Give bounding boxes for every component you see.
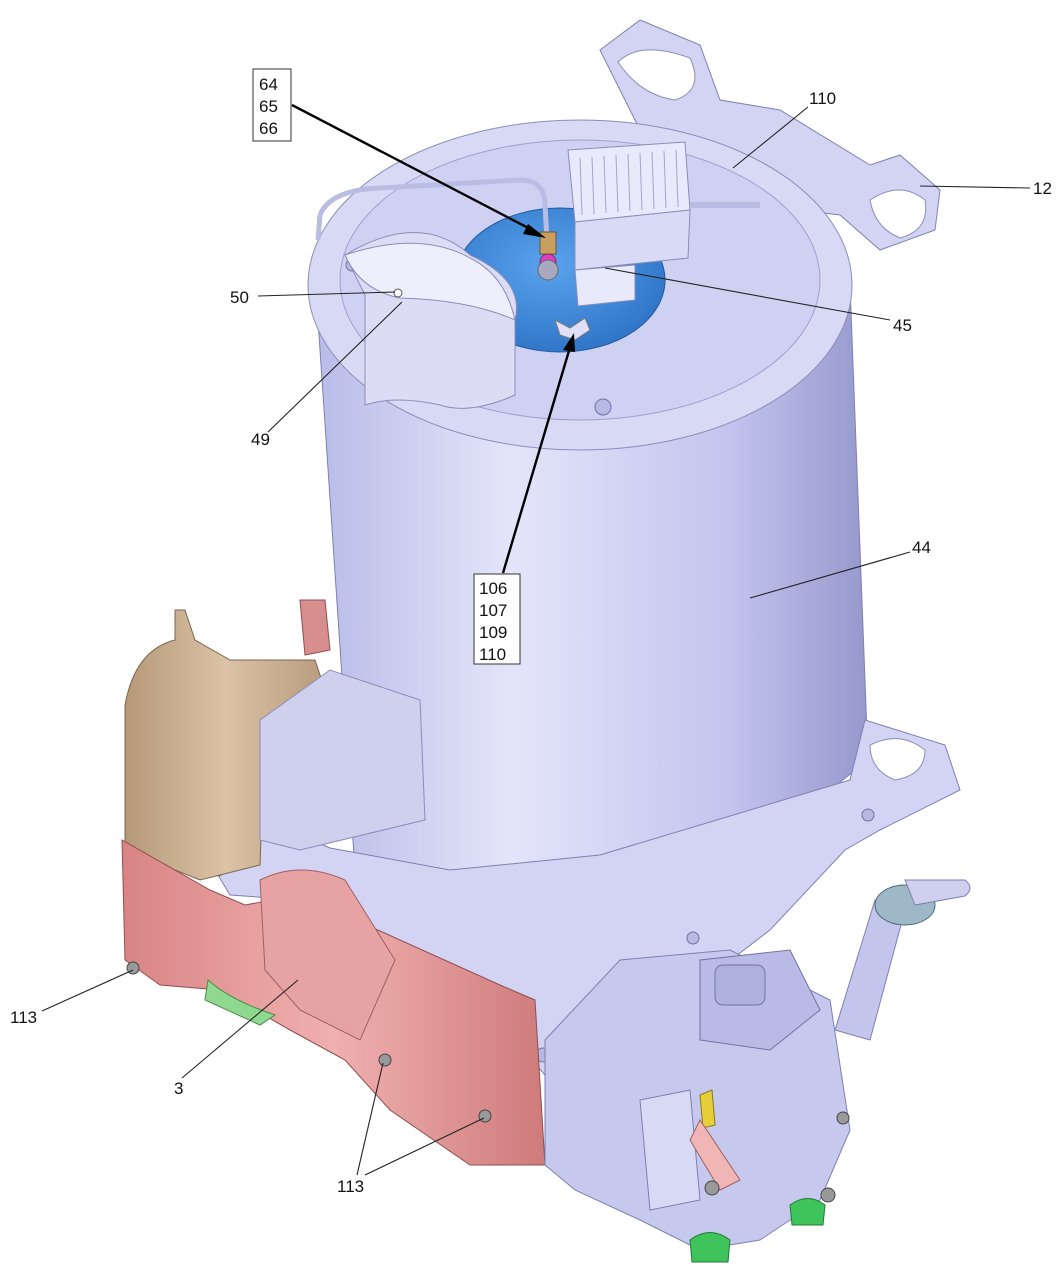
callout-49: 49	[251, 430, 270, 449]
base-frame	[199, 719, 961, 1076]
box-top-label: 64	[259, 75, 278, 94]
callout-box-mid: 106 107 109 110	[473, 573, 521, 665]
callout-44: 44	[912, 538, 931, 557]
burner-housing	[121, 839, 546, 1166]
top-pipe	[317, 177, 550, 241]
pump-assembly	[544, 879, 971, 1263]
box-mid-label: 110	[479, 645, 506, 664]
box-top-label: 66	[259, 119, 278, 138]
callout-3: 3	[174, 1079, 183, 1098]
box-mid-label: 106	[479, 579, 507, 598]
leader-lines	[41, 106, 1031, 1176]
control-box	[567, 141, 760, 307]
callout-12: 12	[1033, 179, 1052, 198]
flue-collar	[344, 232, 517, 409]
callout-arrows	[291, 103, 575, 574]
box-mid-label: 107	[479, 601, 507, 620]
callout-labels: 12 110 45 50 49 44 113 3 113	[10, 89, 1052, 1196]
callout-113: 113	[337, 1177, 364, 1196]
callout-50: 50	[230, 288, 249, 307]
box-mid-label: 109	[479, 623, 507, 642]
callout-45: 45	[893, 316, 912, 335]
exhaust-hood	[124, 599, 426, 881]
callout-113: 113	[10, 1008, 37, 1027]
box-top-label: 65	[259, 97, 278, 116]
wing-nut	[554, 317, 591, 341]
callout-box-top: 64 65 66	[252, 68, 292, 142]
callout-110: 110	[809, 89, 836, 108]
